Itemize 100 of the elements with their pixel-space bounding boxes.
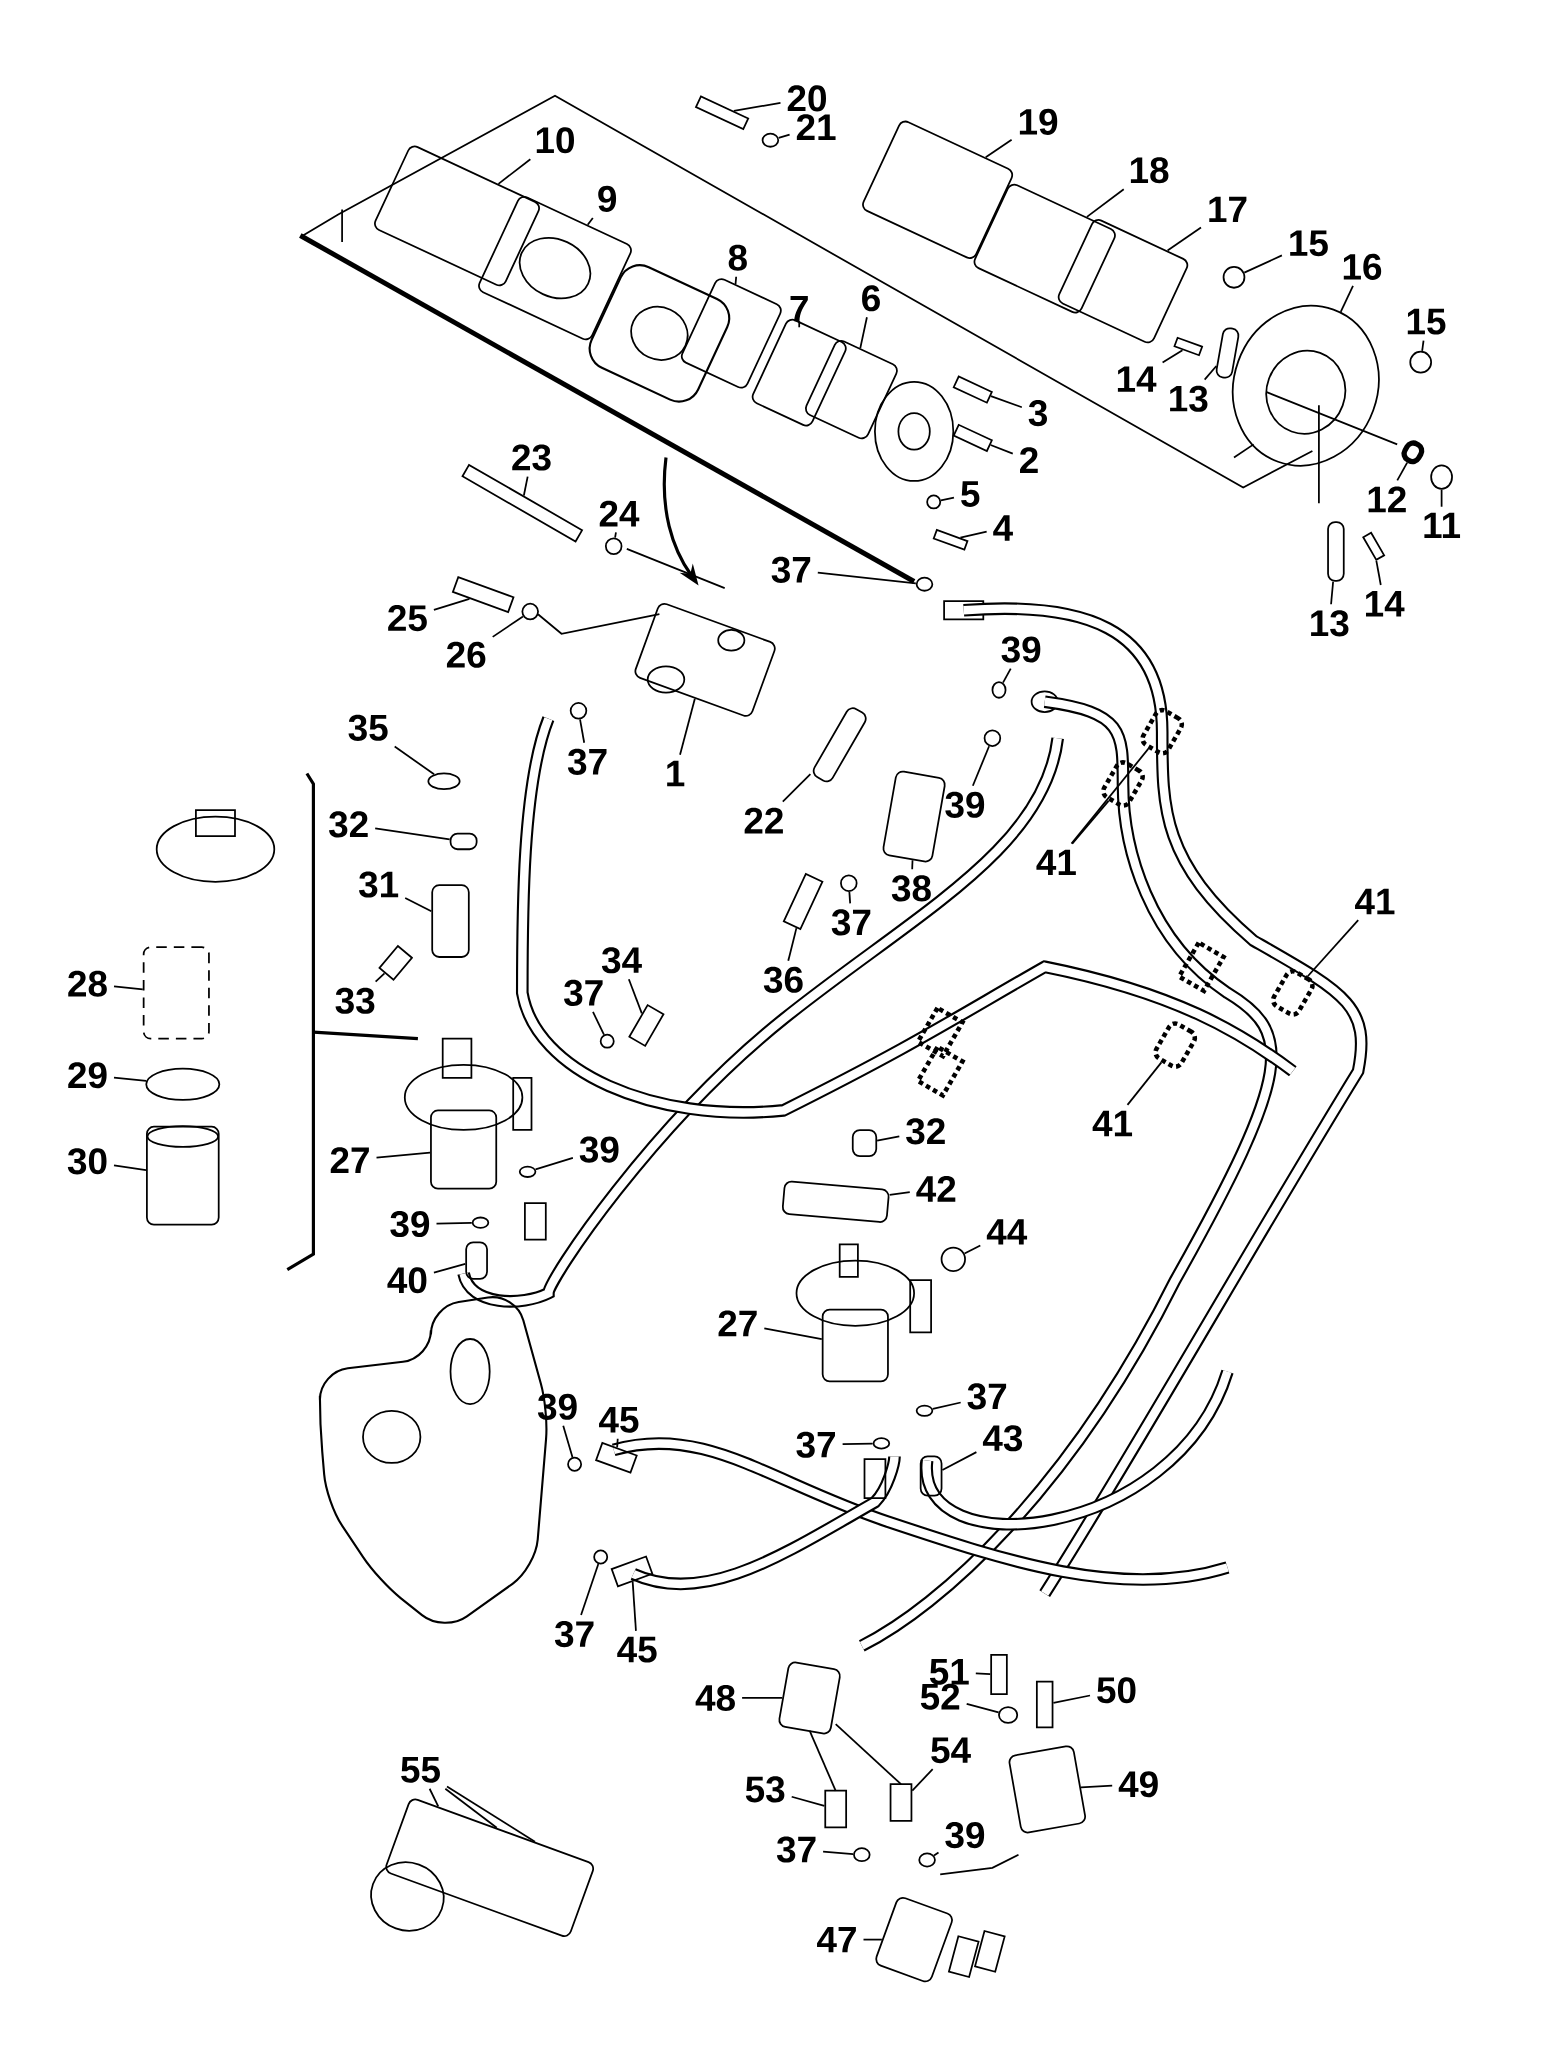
leader-line (631, 1580, 637, 1632)
callout-number: 39 (390, 1210, 430, 1238)
part-drawing (1327, 521, 1345, 582)
part-drawing (427, 772, 461, 790)
part-drawing (915, 576, 934, 592)
leader-line (971, 745, 990, 787)
leader-line (627, 978, 643, 1015)
callout-number: 32 (329, 811, 368, 838)
callout-number: 15 (1407, 308, 1446, 335)
leader-line (491, 615, 524, 638)
leader-line (592, 1011, 605, 1036)
part-drawing (1035, 1680, 1054, 1729)
leader-line (1161, 349, 1184, 364)
part-drawing (804, 339, 898, 440)
part-drawing (1222, 265, 1246, 289)
callout-number: 42 (916, 1175, 956, 1202)
callout-number: 39 (945, 791, 985, 818)
leader-line (888, 1191, 911, 1196)
leader-line (859, 316, 868, 349)
part-drawing (634, 603, 776, 717)
part-drawing (1430, 464, 1453, 490)
leader-line (1421, 339, 1425, 352)
leader-line (734, 275, 738, 285)
callout-number: 10 (536, 127, 574, 154)
leader-line (841, 1442, 874, 1446)
callout-number: 41 (1355, 888, 1395, 915)
leader-line (1080, 1784, 1114, 1789)
part-drawing (1231, 304, 1380, 467)
part-drawing (991, 681, 1007, 699)
callout-number: 43 (982, 1425, 1023, 1452)
part-drawing (915, 1404, 934, 1417)
callout-number: 48 (695, 1684, 735, 1712)
callout-number: 37 (567, 748, 607, 775)
part-drawing (385, 1798, 594, 1937)
leader-line (616, 1437, 619, 1449)
leader-line (733, 102, 782, 112)
leader-line (375, 1151, 431, 1159)
callout-number: 40 (387, 1267, 427, 1294)
part-drawing (932, 528, 969, 551)
callout-number: 44 (986, 1219, 1028, 1245)
callout-number: 49 (1118, 1771, 1158, 1798)
callout-number: 30 (67, 1148, 107, 1175)
callout-number: 37 (776, 1836, 816, 1863)
leader-line (848, 891, 851, 905)
leader-line (940, 496, 955, 502)
part-drawing (761, 132, 780, 148)
part-drawing (465, 1241, 488, 1280)
leader-line (911, 859, 914, 871)
callout-number: 11 (1424, 512, 1461, 539)
leader-line (113, 1076, 148, 1082)
callout-number: 13 (1170, 385, 1208, 412)
callout-number: 20 (787, 85, 826, 112)
leader-line (1396, 461, 1409, 482)
callout-number: 21 (796, 114, 836, 140)
part-drawing (812, 707, 867, 783)
callout-number: 9 (598, 185, 617, 212)
part-drawing (781, 1180, 890, 1223)
leader-line (1086, 188, 1125, 218)
leader-line (679, 697, 696, 756)
part-drawing (940, 1246, 966, 1272)
leader-line (1203, 365, 1218, 381)
part-drawing (518, 1165, 537, 1178)
leader-line (113, 1164, 147, 1172)
callout-number: 51 (929, 1659, 969, 1685)
callout-number: 25 (388, 605, 427, 632)
part-drawing (919, 1455, 943, 1497)
leader-line (763, 1327, 823, 1341)
part-drawing (990, 1654, 1008, 1695)
callout-number: 14 (1117, 366, 1157, 392)
part-drawing (610, 1555, 654, 1588)
callout-number: 13 (1311, 610, 1349, 637)
part-drawing (1008, 1745, 1086, 1834)
callout-number: 55 (401, 1757, 440, 1783)
leader-line (522, 475, 529, 497)
leader-line (965, 1702, 1000, 1714)
leader-line (781, 773, 812, 803)
callout-number: 36 (763, 966, 803, 993)
callout-number: 18 (1130, 157, 1169, 184)
leader-line (1440, 488, 1443, 508)
callout-number: 7 (790, 295, 808, 322)
part-drawing (694, 95, 750, 131)
part-drawing (821, 1308, 889, 1383)
part-drawing (471, 1216, 490, 1229)
callout-number: 26 (446, 641, 486, 668)
leader-line (876, 1135, 901, 1142)
callout-number: 41 (1092, 1110, 1133, 1137)
leader-line (586, 217, 594, 226)
part-drawing (824, 1789, 848, 1829)
leader-line (989, 444, 1014, 455)
leader-line (1071, 800, 1110, 845)
part-drawing (604, 537, 623, 556)
leader-line (941, 1451, 978, 1471)
leader-line (433, 598, 471, 611)
callout-number: 14 (1366, 591, 1405, 617)
part-drawing (449, 832, 478, 851)
leader-line (113, 985, 144, 991)
part-drawing (882, 770, 946, 863)
callout-number: 37 (554, 1621, 594, 1648)
part-drawing (521, 602, 539, 621)
leader-line (562, 1424, 574, 1459)
